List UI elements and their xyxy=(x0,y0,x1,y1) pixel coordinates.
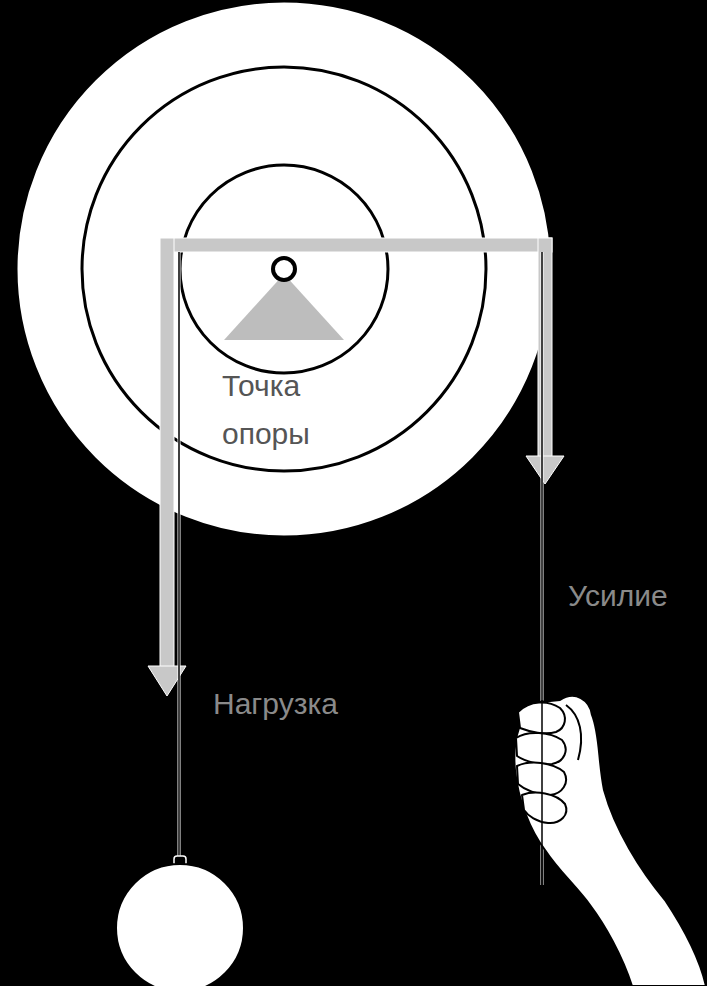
pivot xyxy=(273,258,295,280)
hand-outline xyxy=(514,696,706,986)
fulcrum-triangle xyxy=(224,274,344,340)
label: Точка опоры xyxy=(222,362,342,458)
load-arm xyxy=(160,238,174,668)
middle-ring xyxy=(82,67,486,471)
finger xyxy=(522,793,566,823)
effort-rope xyxy=(541,252,543,885)
rope-in-hand xyxy=(541,700,543,885)
effort-arrowhead xyxy=(526,456,564,484)
effort-arm xyxy=(538,238,552,458)
finger xyxy=(516,733,566,764)
label: Усилие xyxy=(568,572,703,620)
outer-wheel xyxy=(16,1,552,537)
inner-ring xyxy=(180,165,388,373)
load-rope xyxy=(178,252,180,862)
label: Нагрузка xyxy=(213,680,413,728)
load-rope-halo xyxy=(178,252,181,862)
thumb xyxy=(566,705,581,760)
load-weight xyxy=(116,864,244,986)
hand xyxy=(514,696,706,986)
lever-bar xyxy=(160,238,552,252)
